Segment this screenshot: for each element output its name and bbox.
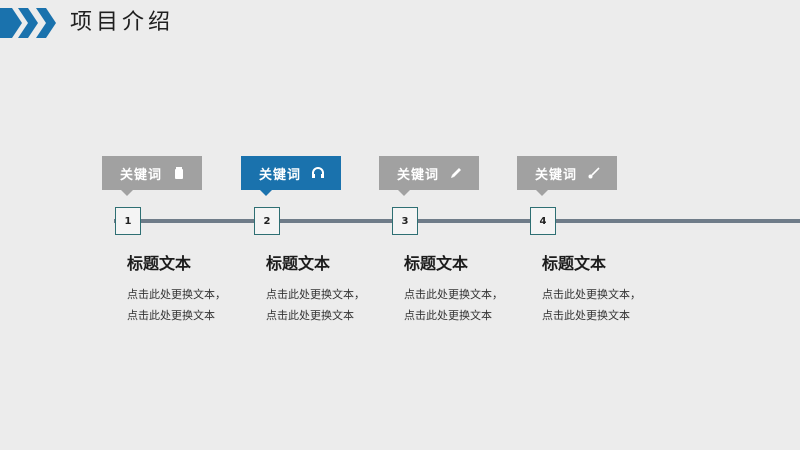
step-description-line: 点击此处更换文本，	[266, 288, 365, 301]
pencil-icon	[451, 168, 461, 178]
timeline-step-4: 关键词 4 标题文本 点击此处更换文本， 点击此处更换文本	[517, 156, 647, 326]
step-description: 点击此处更换文本， 点击此处更换文本	[404, 284, 503, 326]
step-description-line: 点击此处更换文本	[542, 309, 630, 322]
keyword-tag[interactable]: 关键词	[517, 156, 617, 196]
step-description-line: 点击此处更换文本	[127, 309, 215, 322]
battery-icon	[175, 167, 183, 179]
step-description-line: 点击此处更换文本，	[542, 288, 641, 301]
timeline-step-1: 关键词 1 标题文本 点击此处更换文本， 点击此处更换文本	[102, 156, 232, 326]
keyword-tag-label: 关键词	[259, 167, 302, 183]
chevron-arrows-icon	[0, 8, 56, 38]
step-description: 点击此处更换文本， 点击此处更换文本	[127, 284, 226, 326]
keyword-tag[interactable]: 关键词	[102, 156, 202, 196]
step-description-line: 点击此处更换文本，	[404, 288, 503, 301]
keyword-tag-label: 关键词	[397, 167, 440, 183]
brush-icon	[588, 167, 600, 179]
step-description-line: 点击此处更换文本	[404, 309, 492, 322]
step-number: 4	[530, 207, 556, 235]
step-description-line: 点击此处更换文本	[266, 309, 354, 322]
timeline-line	[114, 219, 800, 223]
step-description: 点击此处更换文本， 点击此处更换文本	[266, 284, 365, 326]
step-title: 标题文本	[266, 254, 331, 273]
keyword-tag-label: 关键词	[535, 167, 578, 183]
step-number: 1	[115, 207, 141, 235]
keyword-tag[interactable]: 关键词	[241, 156, 341, 196]
step-title: 标题文本	[542, 254, 607, 273]
step-title: 标题文本	[127, 254, 192, 273]
step-number: 3	[392, 207, 418, 235]
step-description: 点击此处更换文本， 点击此处更换文本	[542, 284, 641, 326]
step-title: 标题文本	[404, 254, 469, 273]
page-title: 项目介绍	[70, 10, 175, 35]
timeline-step-2: 关键词 2 标题文本 点击此处更换文本， 点击此处更换文本	[241, 156, 371, 326]
timeline-step-3: 关键词 3 标题文本 点击此处更换文本， 点击此处更换文本	[379, 156, 509, 326]
keyword-tag[interactable]: 关键词	[379, 156, 479, 196]
step-description-line: 点击此处更换文本，	[127, 288, 226, 301]
headphones-icon	[312, 167, 324, 178]
step-number: 2	[254, 207, 280, 235]
keyword-tag-label: 关键词	[120, 167, 163, 183]
